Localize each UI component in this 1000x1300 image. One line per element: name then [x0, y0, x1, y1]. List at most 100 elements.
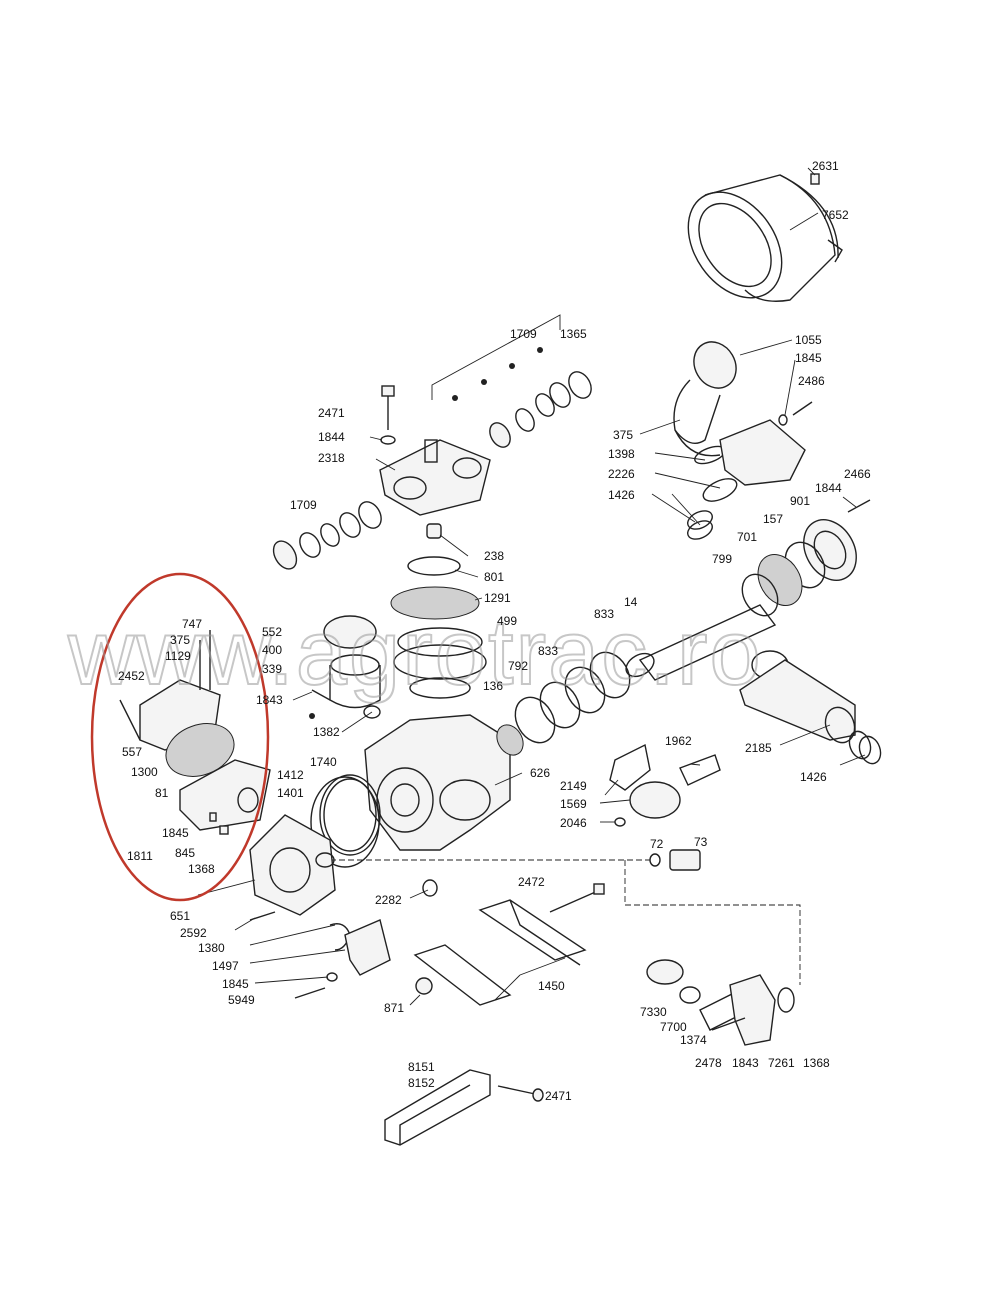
- lower-valve-group: [294, 879, 438, 999]
- label-1843-left: 1843: [256, 693, 283, 707]
- label-2631: 2631: [812, 159, 839, 173]
- label-5949: 5949: [228, 993, 255, 1007]
- connection-dashes: [330, 859, 801, 985]
- diaphragm-stack: [390, 523, 487, 699]
- label-2472: 2472: [518, 875, 545, 889]
- pump-body: [319, 714, 511, 856]
- label-375-left: 375: [170, 633, 190, 647]
- label-2226: 2226: [608, 467, 635, 481]
- label-8152: 8152: [408, 1076, 435, 1090]
- guard-cover: [687, 173, 843, 302]
- label-626: 626: [530, 766, 550, 780]
- base-bracket: [384, 1069, 544, 1146]
- label-2471-lower: 2471: [545, 1089, 572, 1103]
- intake-pipe: [673, 341, 813, 540]
- label-7330: 7330: [640, 1005, 667, 1019]
- crank-shaft: [496, 604, 777, 756]
- label-557: 557: [122, 745, 142, 759]
- label-8151: 8151: [408, 1060, 435, 1074]
- label-1412: 1412: [277, 768, 304, 782]
- label-339: 339: [262, 662, 282, 676]
- label-2471-top: 2471: [318, 406, 345, 420]
- label-1569: 1569: [560, 797, 587, 811]
- top-head: [379, 385, 491, 516]
- label-1401: 1401: [277, 786, 304, 800]
- label-1291: 1291: [484, 591, 511, 605]
- label-1709-top: 1709: [510, 327, 537, 341]
- label-1845-lower: 1845: [222, 977, 249, 991]
- watermark: www.agrotrac.ro: [67, 602, 763, 704]
- label-1844-top: 1844: [318, 430, 345, 444]
- small-parts-right: [609, 743, 721, 827]
- bearing-stack: [741, 499, 871, 617]
- label-1365: 1365: [560, 327, 587, 341]
- label-1300: 1300: [131, 765, 158, 779]
- label-2452: 2452: [118, 669, 145, 683]
- label-1740: 1740: [310, 755, 337, 769]
- label-799: 799: [712, 552, 732, 566]
- label-651: 651: [170, 909, 190, 923]
- o-ring-1401: [310, 776, 380, 868]
- label-1368-right: 1368: [803, 1056, 830, 1070]
- label-871: 871: [384, 1001, 404, 1015]
- label-7261: 7261: [768, 1056, 795, 1070]
- bracket-1450: [413, 883, 605, 1006]
- label-1845-top: 1845: [795, 351, 822, 365]
- label-136: 136: [483, 679, 503, 693]
- label-1129: 1129: [165, 649, 191, 663]
- label-7700: 7700: [660, 1020, 687, 1034]
- label-1811: 1811: [127, 849, 153, 863]
- label-2466: 2466: [844, 467, 871, 481]
- label-375: 375: [613, 428, 633, 442]
- label-792: 792: [508, 659, 528, 673]
- label-2478: 2478: [695, 1056, 722, 1070]
- label-1382: 1382: [313, 725, 340, 739]
- label-801: 801: [484, 570, 504, 584]
- label-2318: 2318: [318, 451, 345, 465]
- label-1380: 1380: [198, 941, 225, 955]
- label-1426-right: 1426: [800, 770, 827, 784]
- label-2282: 2282: [375, 893, 402, 907]
- label-238: 238: [484, 549, 504, 563]
- label-157: 157: [763, 512, 783, 526]
- label-1426-top: 1426: [608, 488, 635, 502]
- bypass-valve-group: [646, 959, 795, 1046]
- label-2149: 2149: [560, 779, 587, 793]
- label-2486: 2486: [798, 374, 825, 388]
- label-747: 747: [182, 617, 202, 631]
- label-14: 14: [624, 595, 638, 609]
- label-833-mid: 833: [538, 644, 558, 658]
- label-1368-left: 1368: [188, 862, 215, 876]
- label-81: 81: [155, 786, 169, 800]
- label-701: 701: [737, 530, 757, 544]
- label-552: 552: [262, 625, 282, 639]
- label-1497: 1497: [212, 959, 239, 973]
- label-1055: 1055: [795, 333, 822, 347]
- label-400: 400: [262, 643, 282, 657]
- left-valve-group: [272, 501, 382, 570]
- label-499: 499: [497, 614, 517, 628]
- label-1843-lower: 1843: [732, 1056, 759, 1070]
- label-1845-left: 1845: [162, 826, 189, 840]
- highlight-oval: [90, 572, 270, 902]
- cylinder-group: [309, 615, 381, 719]
- front-head-651: [249, 814, 336, 921]
- label-73: 73: [694, 835, 708, 849]
- label-72: 72: [650, 837, 664, 851]
- label-1709-left: 1709: [290, 498, 317, 512]
- top-valve-group: [431, 314, 592, 448]
- part-labels: 2631 7652 1709 1365 1055 1845 2486 2471 …: [118, 159, 871, 1103]
- left-head-assembly: [119, 630, 271, 835]
- label-2185: 2185: [745, 741, 772, 755]
- label-833-top: 833: [594, 607, 614, 621]
- label-7652: 7652: [822, 208, 849, 222]
- label-1374: 1374: [680, 1033, 707, 1047]
- label-901: 901: [790, 494, 810, 508]
- label-1450: 1450: [538, 979, 565, 993]
- label-1962: 1962: [665, 734, 692, 748]
- label-1844-right: 1844: [815, 481, 842, 495]
- label-2592: 2592: [180, 926, 207, 940]
- label-845: 845: [175, 846, 195, 860]
- label-2046: 2046: [560, 816, 587, 830]
